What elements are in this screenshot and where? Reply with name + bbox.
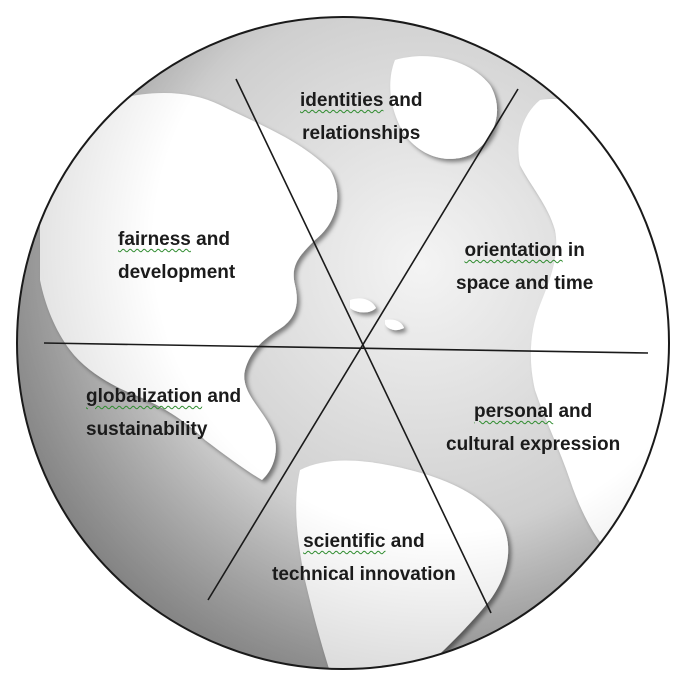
- label-line2: space and time: [456, 273, 594, 294]
- segment-label-identities: identities and relationships: [300, 84, 422, 150]
- label-line2: technical innovation: [272, 564, 456, 585]
- divider-diagonal-right: [207, 88, 519, 601]
- label-word: identities: [300, 90, 384, 111]
- divider-diagonal-left: [235, 78, 492, 614]
- segment-label-orientation: orientation in space and time: [456, 234, 593, 300]
- divider-horizontal: [43, 342, 649, 354]
- globe-shading: [17, 17, 669, 669]
- label-rest: and: [553, 401, 593, 422]
- segment-dividers: [43, 78, 649, 614]
- segment-label-fairness: fairness and development: [118, 223, 235, 289]
- label-line2: sustainability: [86, 419, 208, 440]
- label-line2: development: [118, 262, 236, 283]
- label-word: globalization: [86, 386, 203, 407]
- label-word: personal: [473, 401, 554, 422]
- label-rest: and: [202, 386, 242, 407]
- label-line2: cultural expression: [446, 434, 621, 455]
- segment-label-personal: personal and cultural expression: [446, 395, 620, 461]
- label-word: orientation: [464, 240, 563, 261]
- label-rest: and: [383, 90, 423, 111]
- label-rest: in: [562, 240, 585, 261]
- label-line2: relationships: [302, 123, 421, 144]
- label-word: fairness: [118, 229, 191, 250]
- label-rest: and: [385, 531, 425, 552]
- segment-label-scientific: scientific and technical innovation: [272, 525, 456, 591]
- segment-label-globalization: globalization and sustainability: [86, 380, 241, 446]
- label-rest: and: [190, 229, 230, 250]
- globe-outline: [16, 16, 670, 670]
- label-word: scientific: [303, 531, 386, 552]
